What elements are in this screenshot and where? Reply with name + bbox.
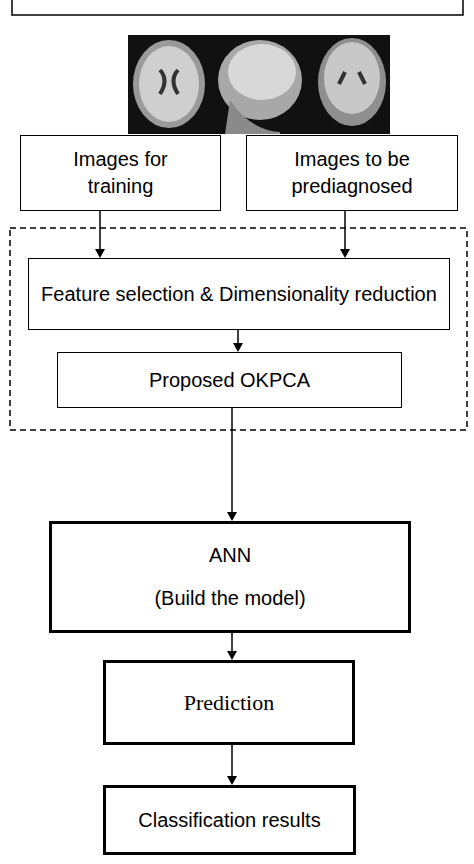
flow-arrow [227, 408, 237, 521]
process-box: Images for training [20, 135, 221, 211]
cropped-box [12, 0, 463, 15]
coronal-slice [318, 38, 386, 126]
box-label: Images to be prediagnosed [271, 146, 433, 200]
process-box: Images to be prediagnosed [246, 135, 458, 211]
arrow-line [231, 745, 233, 777]
flow-arrow [233, 330, 243, 352]
arrow-head [95, 249, 105, 258]
box-label: (Build the model) [148, 585, 311, 612]
flow-arrow [95, 211, 105, 258]
box-label: Images for training [40, 146, 202, 200]
arrow-head [227, 776, 237, 785]
dashed-group-frame [10, 228, 467, 430]
mri-illustration [128, 35, 390, 134]
ventricles [160, 70, 178, 94]
arrow-head [227, 512, 237, 521]
box-label: Classification results [132, 807, 326, 834]
process-box: ANN (Build the model) [49, 521, 411, 633]
axial-brain [139, 46, 199, 122]
flow-arrow [340, 211, 350, 258]
arrow-line [344, 211, 346, 250]
arrow-line [237, 330, 239, 344]
process-box: Classification results [103, 785, 356, 855]
arrow-head [227, 651, 237, 660]
arrow-line [231, 633, 233, 652]
arrow-head [233, 343, 243, 352]
process-box: Prediction [103, 660, 355, 745]
process-box: Proposed OKPCA [57, 352, 402, 408]
box-label: Proposed OKPCA [143, 367, 316, 394]
coronal-ventricles [339, 72, 365, 84]
axial-slice [133, 40, 205, 128]
arrow-line [99, 211, 101, 250]
box-label: Feature selection & Dimensionality reduc… [35, 281, 443, 308]
box-label: Prediction [178, 688, 280, 718]
flow-arrow [227, 745, 237, 785]
sagittal-brain [228, 44, 296, 100]
coronal-brain [324, 42, 380, 114]
process-box: Feature selection & Dimensionality reduc… [28, 258, 450, 330]
mri-background [128, 35, 390, 134]
arrow-line [231, 408, 233, 513]
arrow-head [340, 249, 350, 258]
flow-arrow [227, 633, 237, 660]
box-label: ANN [203, 542, 257, 569]
sagittal-neck [225, 100, 280, 134]
